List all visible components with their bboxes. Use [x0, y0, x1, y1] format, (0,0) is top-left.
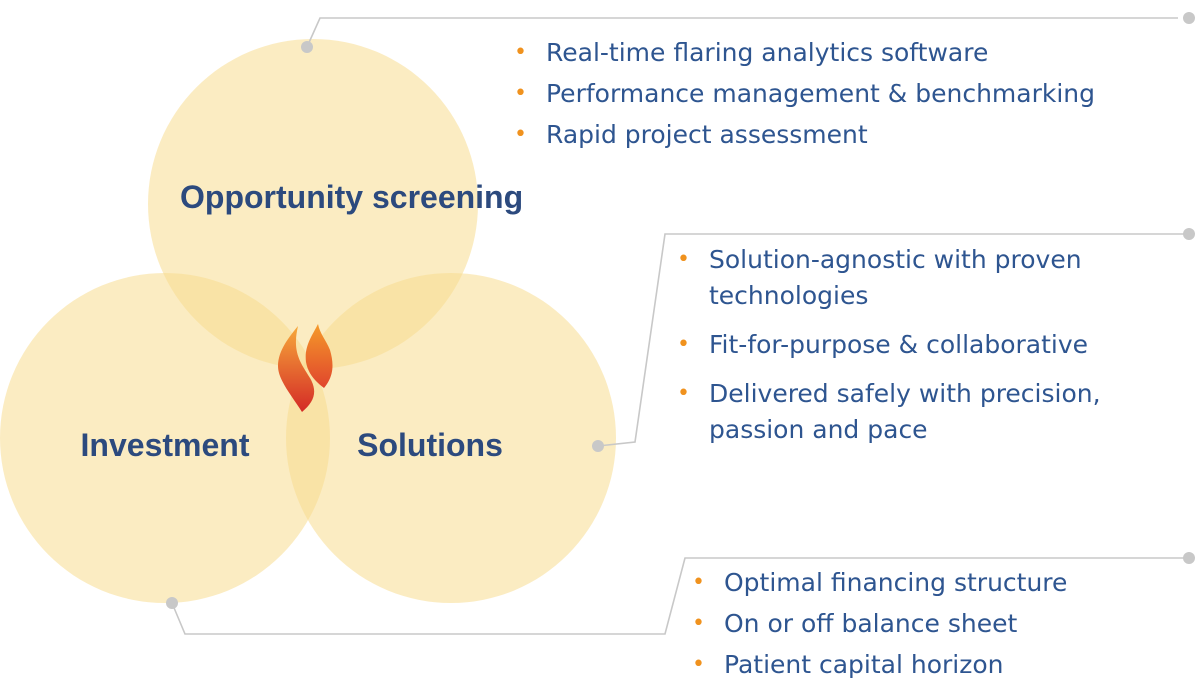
bullet-icon: • [692, 652, 705, 677]
connector-top [306, 17, 1178, 48]
flame-logo-icon [278, 324, 333, 412]
connector-lines [171, 17, 1190, 635]
bullet-icon: • [514, 122, 527, 147]
bullet-icon: • [514, 81, 527, 106]
bullet-icon: • [692, 611, 705, 636]
list-item-text: Delivered safely with precision, passion… [709, 379, 1101, 444]
investment-label: Investment [80, 427, 250, 463]
list-item-text: Solution-agnostic with proven technologi… [709, 245, 1082, 310]
list-item: • Patient capital horizon [690, 647, 1067, 683]
connector-dot [166, 597, 178, 609]
investment-bullet-list: • Optimal financing structure • On or off … [690, 565, 1067, 688]
connector-dot [592, 440, 604, 452]
opportunity-bullet-list: • Real-time flaring analytics software • P… [512, 35, 1095, 158]
list-item: • Solution-agnostic with proven technolog… [675, 242, 1189, 314]
list-item: • Real-time flaring analytics software [512, 35, 1095, 71]
connector-dot [1183, 228, 1195, 240]
connector-dots [166, 12, 1195, 609]
list-item-text: Fit-for-purpose & collaborative [709, 330, 1089, 359]
bullet-icon: • [677, 381, 690, 406]
list-item-text: On or off balance sheet [724, 609, 1018, 638]
bullet-icon: • [692, 570, 705, 595]
list-item-text: Real-time flaring analytics software [546, 38, 989, 67]
connector-dot [1183, 12, 1195, 24]
list-item: • Rapid project assessment [512, 117, 1095, 153]
bullet-icon: • [677, 332, 690, 357]
list-item-text: Optimal financing structure [724, 568, 1068, 597]
circle-opportunity [148, 39, 478, 369]
connector-middle [597, 233, 1190, 447]
list-item: • On or off balance sheet [690, 606, 1067, 642]
list-item: • Optimal financing structure [690, 565, 1067, 601]
bullet-icon: • [677, 247, 690, 272]
circle-investment [0, 273, 330, 603]
list-item: • Fit-for-purpose & collaborative [675, 327, 1189, 363]
bullet-icon: • [514, 40, 527, 65]
list-item: • Performance management & benchmarking [512, 76, 1095, 112]
list-item-text: Patient capital horizon [724, 650, 1004, 679]
list-item-text: Performance management & benchmarking [546, 79, 1095, 108]
list-item-text: Rapid project assessment [546, 120, 868, 149]
solutions-label: Solutions [357, 427, 503, 463]
connector-dot [1183, 552, 1195, 564]
connector-dot [301, 41, 313, 53]
opportunity-screening-label: Opportunity screening [180, 179, 524, 215]
list-item: • Delivered safely with precision, passio… [675, 376, 1189, 448]
connector-bottom [171, 557, 1190, 635]
solutions-bullet-list: • Solution-agnostic with proven technolog… [675, 242, 1189, 461]
